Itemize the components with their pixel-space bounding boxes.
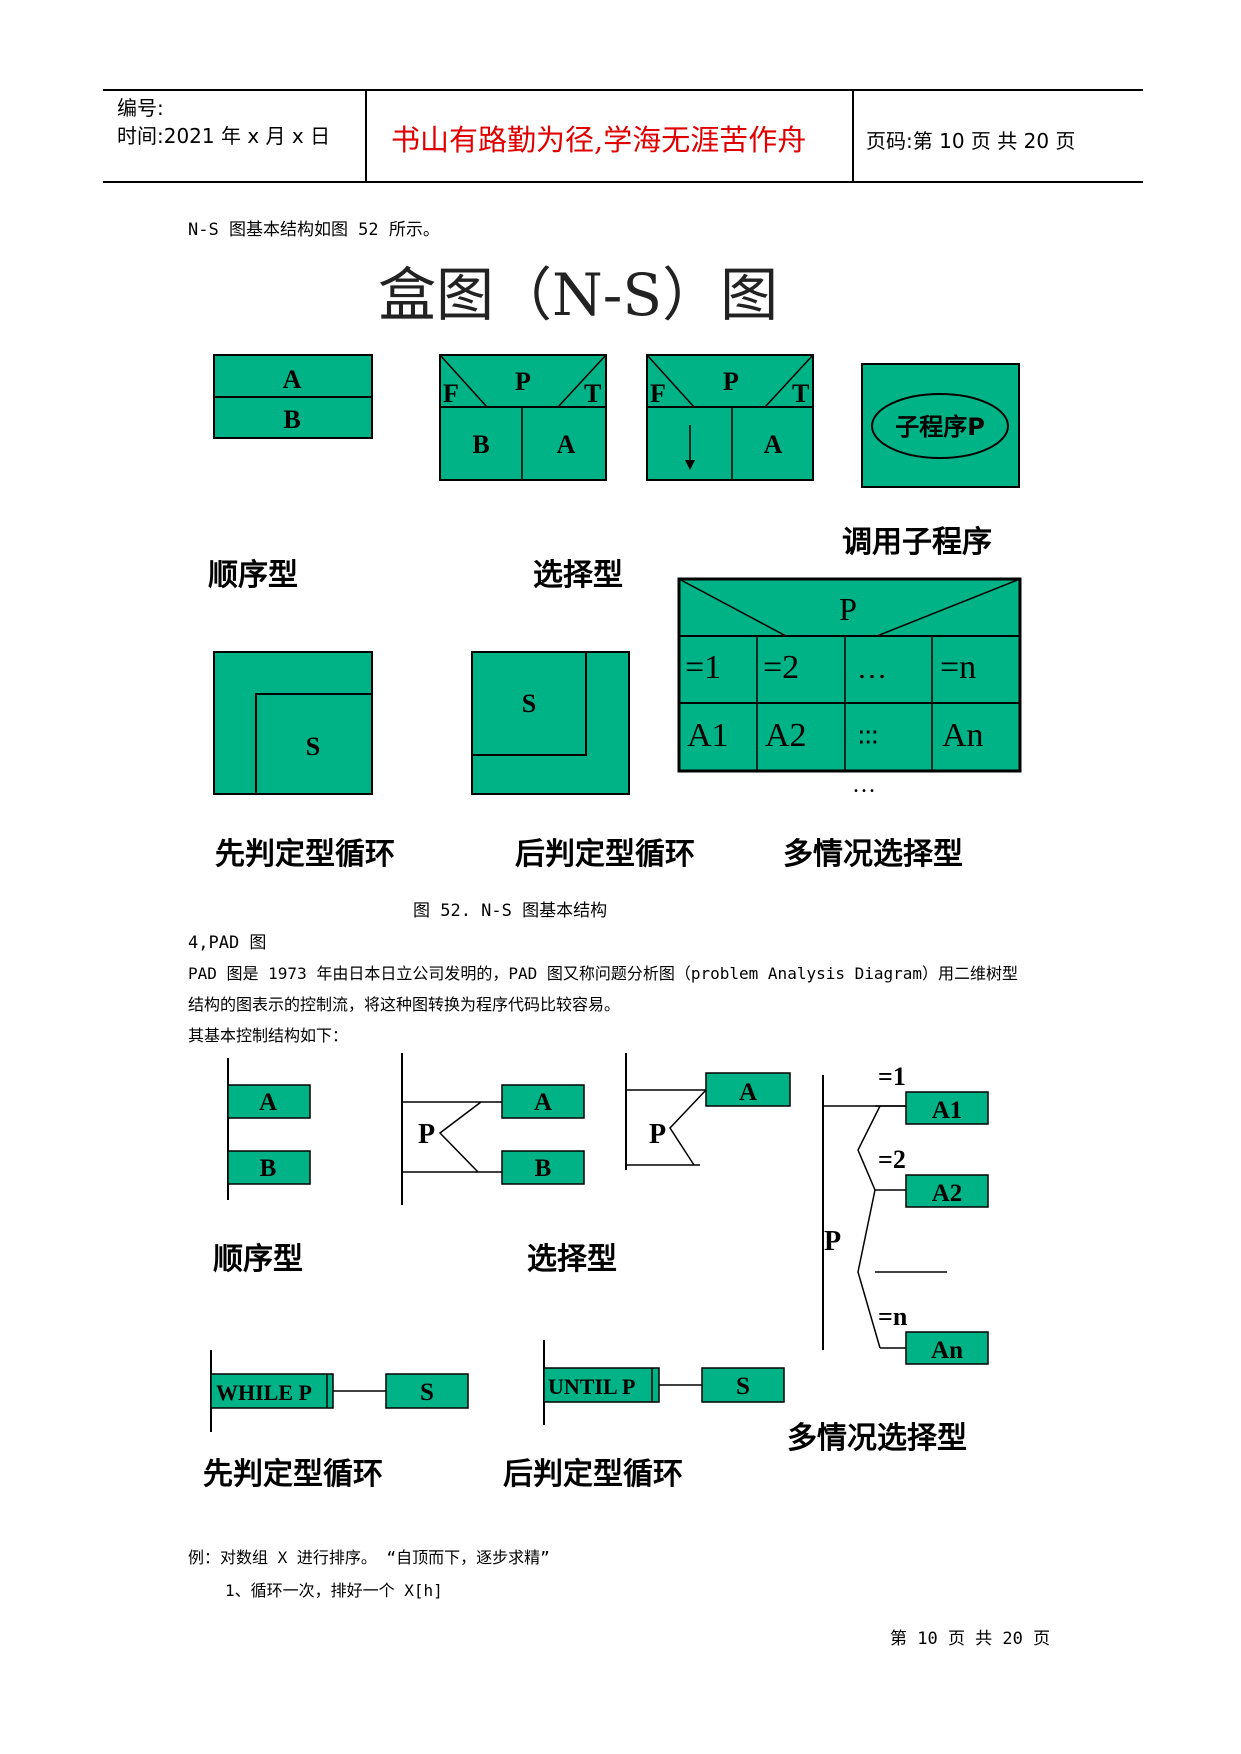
ns-multi-cond-2: =2	[763, 649, 799, 686]
pad-until-s: S	[736, 1373, 750, 1400]
step-1-text: 1、循环一次，排好一个 X[h]	[225, 1581, 443, 1600]
pad-while-s: S	[420, 1379, 434, 1406]
ns-select-label: 选择型	[533, 558, 623, 593]
page-footer: 第 10 页 共 20 页	[890, 1629, 1051, 1649]
ns-selection-block-2: F P T A	[646, 354, 814, 481]
intro-ns-text: N-S 图基本结构如图 52 所示。	[188, 220, 440, 240]
ns-multi-action-3: ∶∶∶	[858, 723, 878, 752]
ns-sel2-p: P	[723, 367, 739, 396]
ns-multi-action-1: A1	[687, 717, 729, 754]
ns-selection-block-1: F P T B A	[439, 354, 607, 481]
ns-sequence-block: A B	[213, 354, 373, 439]
header-divider-left	[365, 89, 367, 182]
header-page-info: 页码:第 10 页 共 20 页	[866, 129, 1076, 153]
ns-seq-b: B	[283, 405, 300, 434]
ns-multi-p: P	[839, 591, 857, 627]
pad-while-box: WHILE P	[216, 1380, 312, 1405]
ns-sel1-t: T	[584, 379, 601, 408]
ns-figure: 盒图（N-S）图 A B 顺序型 F P T B A F P T A 选择型	[208, 261, 1022, 872]
pad-multi-c2: =2	[878, 1145, 906, 1174]
ns-call-oval: 子程序P	[895, 413, 985, 441]
pad-multi-c1: =1	[878, 1062, 906, 1091]
ns-sel2-f: F	[650, 379, 666, 408]
ns-call-block: 子程序P	[861, 363, 1020, 488]
header-divider-right	[852, 89, 854, 182]
pad-multi-an: An	[931, 1337, 963, 1364]
pad-until-label: 后判定型循环	[503, 1457, 683, 1492]
pad-while: WHILE P S	[210, 1350, 469, 1432]
ns-sel1-left: B	[472, 430, 489, 459]
ns-multi-cond-3: …	[857, 652, 887, 685]
pad-sel-p1: P	[418, 1119, 435, 1150]
header-number-label: 编号:	[117, 96, 164, 120]
ns-sel1-right: A	[557, 430, 576, 459]
ns-while-label: 先判定型循环	[215, 837, 395, 872]
ns-multi-dots: …	[852, 772, 876, 798]
header-motto: 书山有路勤为径,学海无涯苦作舟	[391, 123, 807, 157]
ns-call-label: 调用子程序	[842, 525, 992, 560]
ns-sel2-right: A	[764, 430, 783, 459]
ns-until-block: S	[471, 651, 630, 795]
pad-sel-a2: A	[739, 1079, 757, 1106]
ns-multi-cond-1: =1	[685, 649, 721, 686]
pad-multi-a1: A1	[932, 1097, 963, 1124]
pad-heading: 4,PAD 图	[188, 933, 267, 953]
ns-sel2-t: T	[792, 379, 809, 408]
header-bottom-rule	[103, 181, 1143, 183]
pad-multi-label: 多情况选择型	[787, 1421, 967, 1456]
pad-multi-a2: A2	[932, 1180, 963, 1207]
ns-figure-title: 盒图（N-S）图	[378, 261, 778, 329]
ns-until-s: S	[522, 689, 536, 718]
pad-sequence: A B	[227, 1058, 311, 1200]
pad-para-line-1: PAD 图是 1973 年由日本日立公司发明的，PAD 图又称问题分析图（pro…	[188, 964, 1019, 983]
pad-multi-cn: =n	[878, 1302, 908, 1331]
pad-figure: A B 顺序型 P A B P A 选择型 P =1	[203, 1053, 989, 1492]
pad-para-line-2: 结构的图表示的控制流，将这种图转换为程序代码比较容易。	[188, 995, 621, 1014]
header-time-label: 时间:2021 年 x 月 x 日	[117, 124, 331, 148]
pad-select-label: 选择型	[527, 1242, 617, 1277]
ns-multi-action-4: An	[942, 717, 984, 754]
pad-multi: P =1 A1 =2 A2 =n An	[822, 1062, 989, 1365]
pad-while-label: 先判定型循环	[203, 1457, 383, 1492]
ns-sel1-p: P	[515, 367, 531, 396]
pad-sel-p2: P	[649, 1119, 666, 1150]
pad-until-box: UNTIL P	[548, 1374, 635, 1399]
ns-figure-caption: 图 52. N-S 图基本结构	[413, 901, 608, 921]
ns-while-block: S	[213, 651, 373, 795]
pad-selection-2: P A	[625, 1053, 791, 1170]
ns-multi-cond-4: =n	[940, 649, 976, 686]
pad-seq-label: 顺序型	[213, 1242, 303, 1277]
ns-multi-block: P =1 =2 … =n A1 A2 ∶∶∶ An	[677, 577, 1022, 773]
pad-multi-p: P	[824, 1226, 841, 1257]
ns-multi-label: 多情况选择型	[783, 837, 963, 872]
header-top-rule	[103, 89, 1143, 91]
pad-sel-a1: A	[534, 1089, 552, 1116]
ns-sel1-f: F	[443, 379, 459, 408]
ns-seq-label: 顺序型	[208, 558, 298, 593]
pad-seq-b: B	[260, 1155, 277, 1182]
pad-selection-1: P A B	[401, 1053, 585, 1205]
ns-until-label: 后判定型循环	[515, 837, 695, 872]
ns-multi-action-2: A2	[765, 717, 807, 754]
pad-until: UNTIL P S	[543, 1340, 785, 1425]
ns-while-s: S	[306, 732, 320, 761]
example-text: 例：对数组 X 进行排序。 “自顶而下，逐步求精”	[188, 1548, 550, 1567]
pad-sel-b1: B	[535, 1155, 552, 1182]
ns-seq-a: A	[283, 365, 302, 394]
pad-para-line-3: 其基本控制结构如下：	[188, 1026, 349, 1045]
pad-seq-a: A	[259, 1089, 277, 1116]
